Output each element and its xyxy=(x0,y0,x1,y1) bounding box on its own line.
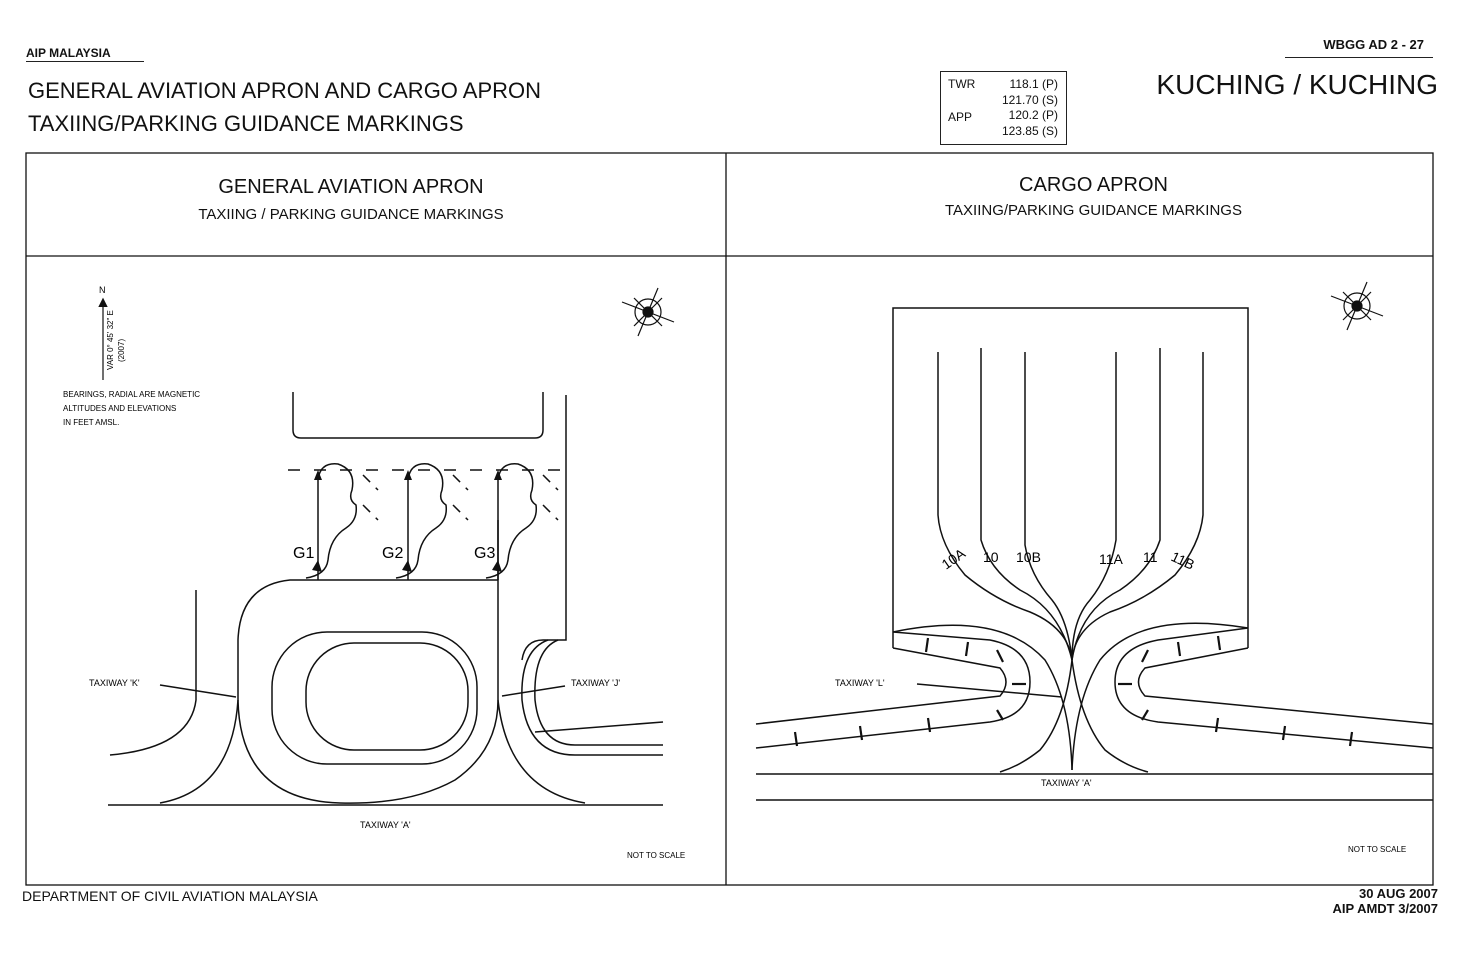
taxiway-a-label-right: TAXIWAY 'A' xyxy=(1041,778,1092,788)
effective-date: 30 AUG 2007 xyxy=(1358,886,1438,901)
publication-underline xyxy=(26,61,144,62)
stand-10-label: 10 xyxy=(983,549,999,565)
terminal-building xyxy=(292,392,544,439)
publication-label: AIP MALAYSIA xyxy=(26,46,111,60)
stand-11a-lead xyxy=(1071,352,1117,661)
compass-icon xyxy=(621,287,675,337)
island-outer xyxy=(271,631,478,765)
stand-g1-lead xyxy=(305,463,358,580)
variation-year: (2007) xyxy=(117,339,126,362)
stand-11-label: 11 xyxy=(1143,549,1158,565)
app-primary: 120.2 (P) xyxy=(1008,108,1058,122)
stand-11-lead xyxy=(1071,348,1161,661)
stand-10a-label: 10A xyxy=(939,545,969,573)
issuer-label: DEPARTMENT OF CIVIL AVIATION MALAYSIA xyxy=(22,888,318,904)
left-panel-subtitle: TAXIING / PARKING GUIDANCE MARKINGS xyxy=(198,206,504,223)
aerodrome-name: KUCHING / KUCHING xyxy=(1156,69,1438,100)
variation-label: VAR 0° 45' 32" E xyxy=(106,310,115,370)
stand-11b-label: 11B xyxy=(1169,548,1197,573)
right-panel-title: CARGO APRON xyxy=(1019,174,1168,196)
page-reference: WBGG AD 2 - 27 xyxy=(1323,37,1424,52)
taxiway-l-right xyxy=(1114,627,1434,749)
stand-g1-label: G1 xyxy=(293,545,314,562)
cargo-apron-boundary xyxy=(892,307,1249,648)
north-label: N xyxy=(99,285,106,295)
taxiway-l-left xyxy=(755,631,1031,749)
app-secondary: 123.85 (S) xyxy=(1001,124,1058,138)
compass-icon xyxy=(1330,281,1384,331)
left-panel-title: GENERAL AVIATION APRON xyxy=(218,176,484,198)
note-line2: ALTITUDES AND ELEVATIONS xyxy=(63,404,176,413)
stand-10b-lead xyxy=(1024,352,1073,661)
page-title-line2: TAXIING/PARKING GUIDANCE MARKINGS xyxy=(28,111,464,136)
stand-g2-label: G2 xyxy=(382,545,403,562)
stand-10a-lead xyxy=(937,352,1073,661)
right-panel-subtitle: TAXIING/PARKING GUIDANCE MARKINGS xyxy=(945,202,1242,219)
not-to-scale-left: NOT TO SCALE xyxy=(627,851,685,860)
note-line3: IN FEET AMSL. xyxy=(63,418,119,427)
outer-frame xyxy=(25,152,1434,886)
not-to-scale-right: NOT TO SCALE xyxy=(1348,845,1406,854)
taxiway-l-label: TAXIWAY 'L' xyxy=(835,678,885,688)
app-label: APP xyxy=(948,110,973,124)
note-line1: BEARINGS, RADIAL ARE MAGNETIC xyxy=(63,390,200,399)
taxiway-k-edge xyxy=(109,590,197,756)
stand-11b-lead xyxy=(1071,352,1204,661)
island-inner xyxy=(305,642,469,751)
taxiway-k-label: TAXIWAY 'K' xyxy=(89,678,140,688)
twr-primary: 118.1 (P) xyxy=(1009,77,1058,91)
stand-g3-lead xyxy=(485,463,538,580)
stand-11a-label: 11A xyxy=(1099,551,1124,567)
stand-g3-label: G3 xyxy=(474,545,495,562)
stand-10-lead xyxy=(980,348,1073,661)
page-title-line1: GENERAL AVIATION APRON AND CARGO APRON xyxy=(28,78,542,103)
ga-taxi-loop xyxy=(237,520,499,804)
twr-secondary: 121.70 (S) xyxy=(1001,93,1058,107)
taxiway-a-label-left: TAXIWAY 'A' xyxy=(360,820,411,830)
stand-g2-lead xyxy=(395,463,448,580)
stand-10b-label: 10B xyxy=(1016,549,1041,565)
twr-label: TWR xyxy=(948,77,976,91)
amendment-label: AIP AMDT 3/2007 xyxy=(1332,901,1439,916)
frequency-box: TWR 118.1 (P) 121.70 (S) APP 120.2 (P) 1… xyxy=(940,71,1067,145)
page-ref-underline xyxy=(1285,57,1433,58)
taxiway-j-label: TAXIWAY 'J' xyxy=(571,678,620,688)
